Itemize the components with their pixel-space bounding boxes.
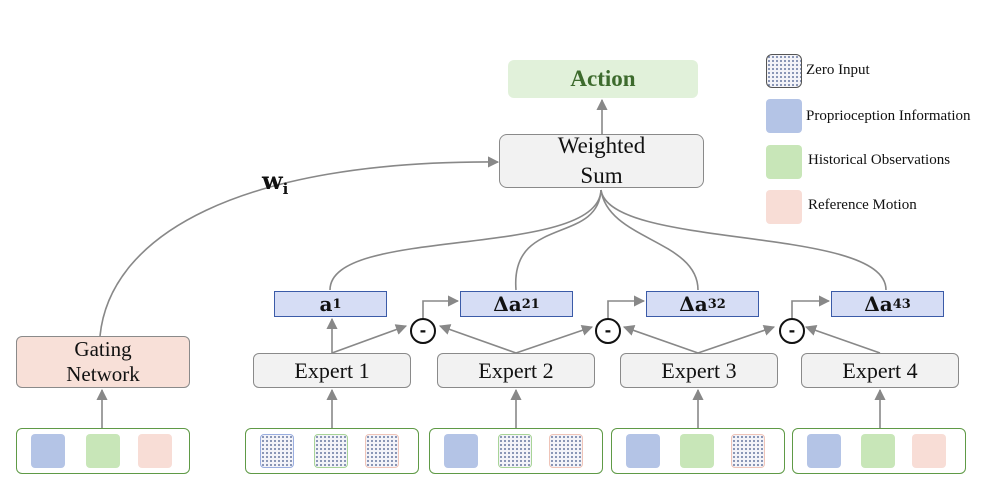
arrow-expert-1-to-minus-1	[331, 324, 408, 354]
output-subscript: 1	[332, 296, 342, 312]
arrow-minus-2-to-delta-32	[607, 295, 646, 318]
input-group-expert-4	[792, 428, 966, 474]
legend-zero-input-icon	[766, 54, 802, 88]
curve-delta-32-to-wsum	[600, 189, 699, 291]
minus-op-2: -	[595, 318, 621, 344]
gating-line-1: Gating	[74, 337, 132, 361]
expert-label: Expert 3	[661, 357, 737, 383]
legend-reference-label: Reference Motion	[808, 197, 917, 213]
expert-2-box: Expert 2	[437, 353, 595, 388]
curve-delta-21-to-wsum	[515, 189, 602, 291]
weight-subscript: i	[282, 180, 289, 198]
expert-label: Expert 4	[842, 357, 918, 383]
action-box: Action	[508, 60, 698, 98]
curve-delta-43-to-wsum	[600, 189, 887, 291]
zero-proprioception-chip	[260, 434, 294, 468]
zero-reference-chip	[549, 434, 583, 468]
output-subscript: 43	[892, 296, 911, 312]
zero-historical-chip	[314, 434, 348, 468]
weighted-sum-box: Weighted Sum	[499, 133, 704, 188]
legend-historical-label: Historical Observations	[808, 152, 951, 168]
zero-reference-chip	[365, 434, 399, 468]
minus-op-3: -	[779, 318, 805, 344]
proprioception-chip	[31, 434, 65, 468]
expert-3-box: Expert 3	[620, 353, 778, 388]
output-subscript: 32	[707, 296, 726, 312]
historical-chip	[861, 434, 895, 468]
input-group-expert-2	[429, 428, 603, 474]
weight-symbol: w	[262, 166, 283, 195]
expert-1-box: Expert 1	[253, 353, 411, 388]
output-symbol: Δa	[864, 292, 893, 316]
legend-reference-swatch	[766, 190, 802, 224]
arrow-expert-3-to-minus-3	[697, 324, 776, 354]
arrow-expert-4-to-minus-3	[804, 325, 881, 354]
output-symbol: Δa	[679, 292, 708, 316]
legend-historical-swatch	[766, 145, 802, 179]
legend-proprioception-swatch	[766, 99, 802, 133]
action-label: Action	[570, 66, 636, 91]
arrow-expert-2-to-minus-1	[438, 324, 517, 354]
historical-chip	[86, 434, 120, 468]
reference-chip	[912, 434, 946, 468]
historical-chip	[680, 434, 714, 468]
proprioception-chip	[807, 434, 841, 468]
output-symbol: a	[319, 292, 333, 316]
output-symbol: Δa	[493, 292, 522, 316]
expert-label: Expert 2	[478, 357, 554, 383]
legend-zero-input-label: Zero Input	[806, 62, 870, 78]
weight-label: wi	[262, 166, 288, 198]
zero-historical-chip	[498, 434, 532, 468]
zero-reference-chip	[731, 434, 765, 468]
arrow-expert-2-to-minus-2	[515, 324, 594, 354]
input-group-expert-3	[611, 428, 785, 474]
proprioception-chip	[626, 434, 660, 468]
arrow-expert-3-to-minus-2	[622, 325, 699, 354]
input-group-expert-1	[245, 428, 419, 474]
output-subscript: 21	[521, 296, 540, 312]
legend-proprioception-label: Proprioception Information	[806, 108, 971, 124]
gating-network-box: Gating Network	[16, 336, 190, 388]
arrow-minus-3-to-delta-43	[791, 295, 831, 318]
reference-chip	[138, 434, 172, 468]
input-group-gating	[16, 428, 190, 474]
arrow-minus-1-to-delta-21	[422, 295, 460, 318]
weighted-sum-line-2: Sum	[580, 163, 623, 188]
expert-label: Expert 1	[294, 357, 370, 383]
minus-op-1: -	[410, 318, 436, 344]
proprioception-chip	[444, 434, 478, 468]
gating-line-2: Network	[66, 362, 140, 386]
curve-a1-to-wsum	[329, 189, 602, 291]
arrow-gating-to-wsum	[99, 156, 500, 337]
weighted-sum-line-1: Weighted	[557, 133, 646, 158]
expert-4-box: Expert 4	[801, 353, 959, 388]
